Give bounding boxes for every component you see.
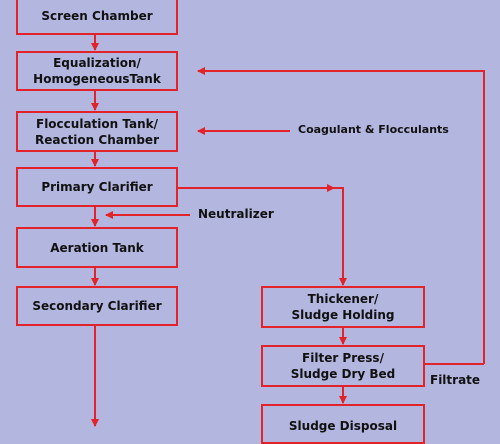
flocculation-label-line2: Reaction Chamber xyxy=(34,132,159,147)
thickener-label-line2: Sludge Holding xyxy=(291,308,395,322)
flocculation-tank-box: Flocculation Tank/ Reaction Chamber xyxy=(16,111,178,152)
neutralizer-label: Neutralizer xyxy=(198,207,274,221)
primary-clarifier-box: Primary Clarifier xyxy=(16,167,178,207)
flocculation-label-line1: Flocculation Tank/ xyxy=(36,116,158,131)
filtrate-return-line xyxy=(197,67,485,364)
sludge-disposal-box: Sludge Disposal xyxy=(261,404,425,444)
equalization-label-line2: HomogeneousTank xyxy=(33,72,161,86)
screen-chamber-label: Screen Chamber xyxy=(41,8,153,23)
primary-clarifier-label: Primary Clarifier xyxy=(41,180,153,194)
flow-diagram xyxy=(91,35,485,427)
aeration-tank-box: Aeration Tank xyxy=(16,227,178,268)
filter-press-box: Filter Press/ Sludge Dry Bed xyxy=(261,345,425,387)
filter-press-label-line2: Sludge Dry Bed xyxy=(290,367,396,381)
thickener-box: Thickener/ Sludge Holding xyxy=(261,286,425,328)
equalization-label-line1: Equalization/ xyxy=(53,56,141,70)
sludge-disposal-label: Sludge Disposal xyxy=(288,419,398,433)
aeration-tank-label: Aeration Tank xyxy=(50,240,144,255)
screen-chamber-box: Screen Chamber xyxy=(16,0,178,35)
secondary-clarifier-box: Secondary Clarifier xyxy=(16,286,178,326)
equalization-tank-box: Equalization/ HomogeneousTank xyxy=(16,51,178,91)
secondary-clarifier-label: Secondary Clarifier xyxy=(32,299,162,313)
arrow-sludge-branch-to-thickener xyxy=(334,187,347,286)
filtrate-label: Filtrate xyxy=(430,373,481,387)
thickener-label-line1: Thickener/ xyxy=(307,292,379,306)
coagulant-flocculants-label: Coagulant & Flocculants xyxy=(298,123,449,136)
filter-press-label-line1: Filter Press/ xyxy=(302,351,384,365)
